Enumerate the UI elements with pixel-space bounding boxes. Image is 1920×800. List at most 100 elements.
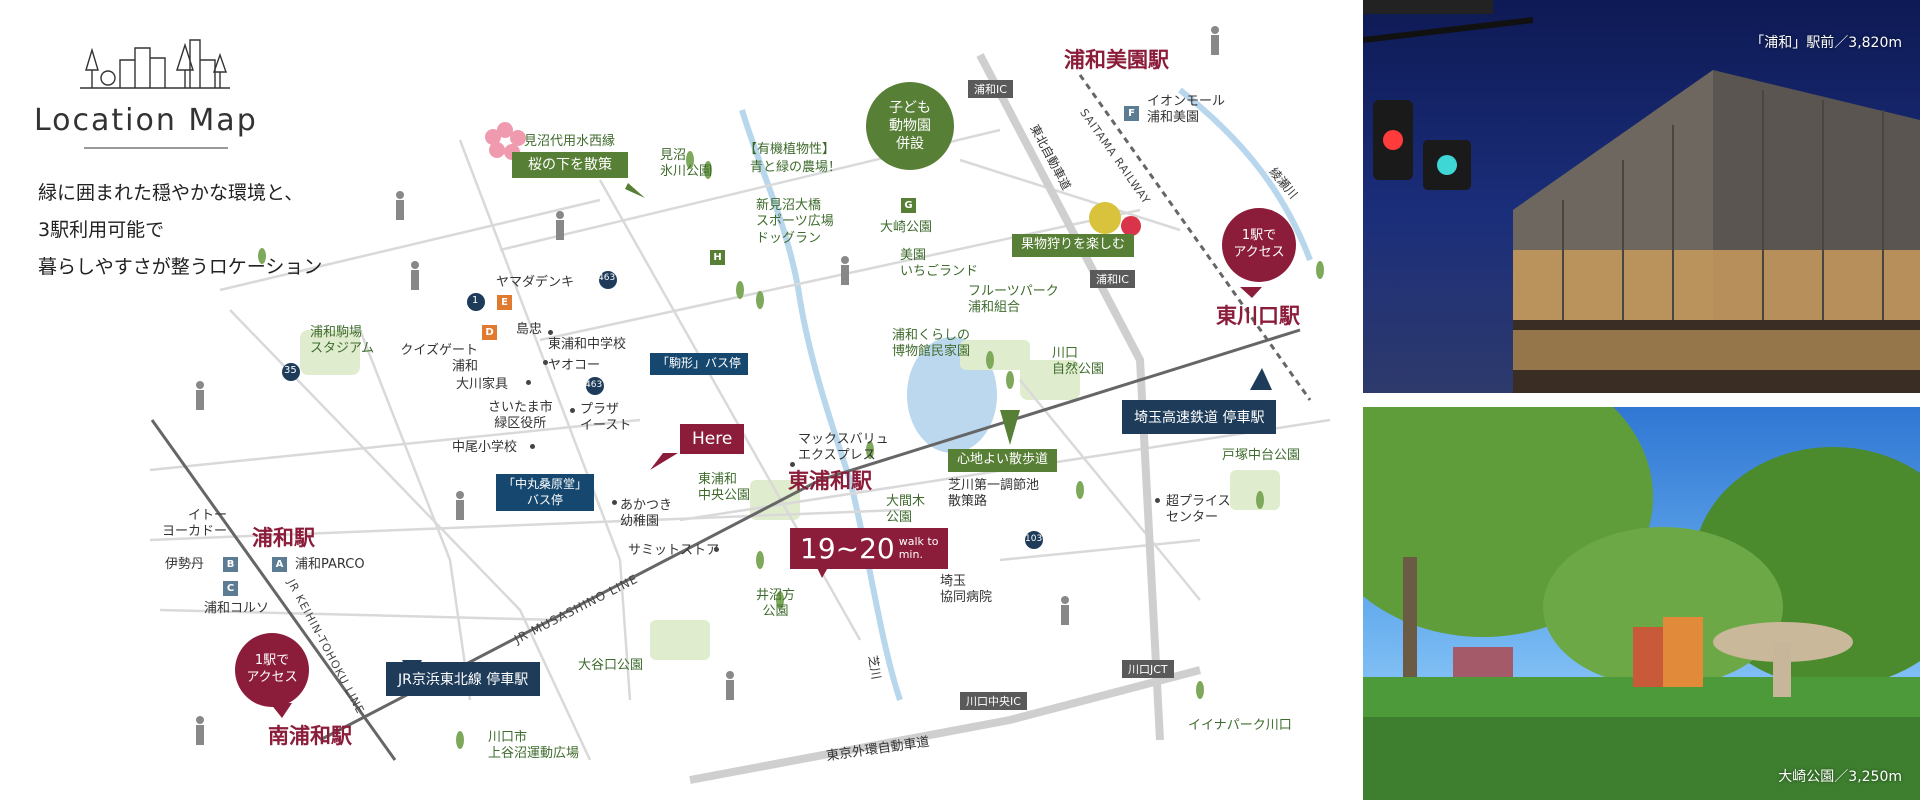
fruit-callout: 果物狩りを楽しむ [1012, 234, 1135, 257]
route-463b: 463 [585, 380, 603, 390]
place-yaoko: ヤオコー [548, 358, 601, 373]
dot-nakao [530, 444, 535, 449]
organic-line-2: 青と緑の農場！ [750, 160, 842, 175]
route-103: 103 [1025, 534, 1043, 544]
strawberry-illustration [1121, 216, 1141, 236]
tohoku-expressway [976, 53, 1164, 741]
marker-A: A [272, 557, 287, 572]
map-title: Location Map [34, 103, 258, 138]
ic-kawaguchi-chuo: 川口中央IC [960, 692, 1027, 710]
place-super: 超プライス センター [1166, 494, 1231, 526]
marker-D: D [482, 325, 497, 340]
walk-time-badge: 19~20 walk to min. [790, 528, 949, 569]
place-maxvalu: マックスバリュ エクスプレス [798, 432, 889, 464]
place-sanpo: 芝川第一調節池 散策路 [948, 478, 1040, 510]
marker-E: E [497, 295, 512, 310]
place-school: 東浦和中学校 [548, 337, 627, 352]
tagline-line-3: 暮らしやすさが整うロケーション [38, 256, 323, 278]
marker-C: C [223, 581, 238, 596]
marker-A-label: 浦和PARCO [295, 557, 365, 572]
access-badge-kawaguchi: 1駅で アクセス [1222, 208, 1296, 282]
zoo-line2: 動物園 [889, 117, 931, 134]
keihin-stop-label: JR京浜東北線 停車駅 [386, 662, 541, 696]
walk-unit-top: walk to [898, 535, 939, 549]
dot-okawa [526, 380, 531, 385]
bus-stop-komagata: 「駒形」バス停 [650, 353, 749, 375]
walk-unit-bottom: min. [898, 547, 923, 561]
dot-akatsuki [612, 500, 617, 505]
place-itoyokado: イトー ヨーカドー [162, 508, 228, 540]
musashino-line [319, 328, 1301, 742]
dot-yaoko [543, 360, 548, 365]
sakura-callout: 桜の下を散策 [512, 152, 628, 179]
place-tozuka: 戸塚中台公園 [1222, 448, 1301, 463]
dot-kucho [570, 408, 575, 413]
place-shimada: 島忠 [516, 322, 543, 337]
place-inumakata: 井沼方 公園 [756, 588, 796, 620]
place-kamiya: 川口市 上谷沼運動広場 [488, 730, 580, 762]
marker-G-label: 大崎公園 [880, 220, 933, 235]
route-463a: 463 [598, 273, 616, 283]
ic-kawaguchi-jct: 川口JCT [1122, 660, 1174, 678]
marker-B-label: 伊勢丹 [165, 557, 205, 572]
dot-shimada [548, 330, 553, 335]
dot-summit [714, 547, 719, 552]
ic-urawa-2: 浦和IC [1090, 270, 1135, 288]
access-badge-line1: 1駅で [1241, 228, 1277, 244]
dot-super [1155, 498, 1160, 503]
organic-line-1: 【有機植物性】 [744, 142, 836, 157]
photo-caption-osaki: 大崎公園／3,250m [1778, 769, 1902, 785]
photo-urawa-station: 「浦和」駅前／3,820m [1363, 0, 1920, 393]
access-badge-line1: 1駅で [254, 653, 290, 669]
marker-D-label: クイズゲート浦和 [400, 343, 478, 375]
keihin-line [150, 419, 397, 761]
map-base [80, 26, 1331, 784]
zoo-callout: 子ども 動物園 併設 [866, 82, 954, 170]
route-35: 35 [284, 365, 297, 376]
zoo-line3: 併設 [896, 136, 924, 153]
place-nakao: 中尾小学校 [452, 440, 518, 455]
place-minka: 浦和くらしの 博物館民家園 [892, 328, 971, 360]
dot-maxvalu [790, 462, 795, 467]
saitama-railway [1078, 74, 1312, 401]
walk-minutes: 19~20 [800, 532, 895, 565]
building-illustration [1363, 0, 1920, 393]
place-shinmi: 新見沼大橋 スポーツ広場 ドッグラン [756, 198, 834, 246]
place-iina: イイナパーク川口 [1188, 718, 1292, 733]
place-fruit-park: フルーツパーク 浦和組合 [968, 284, 1059, 316]
station-higashi-kawaguchi: 東川口駅 [1216, 304, 1300, 328]
tagline-line-2: 3駅利用可能で [38, 219, 165, 241]
ic-urawa-1: 浦和IC [968, 80, 1013, 98]
bus-stop-nakamaru-line1: 「中丸桑原堂」 [503, 477, 588, 491]
place-hospital: 埼玉 協同病院 [940, 574, 993, 606]
marker-C-label: 浦和コルソ [204, 601, 270, 616]
river-ayase [1178, 87, 1313, 262]
place-stadium: 浦和駒場 スタジアム [310, 325, 375, 357]
marker-H: H [710, 250, 725, 265]
town-illustration [80, 39, 230, 89]
park-illustration [1363, 407, 1920, 800]
place-ichigo: 美園 いちごランド [900, 248, 979, 280]
place-plaza: プラザ イースト [580, 402, 632, 434]
marker-G: G [901, 198, 916, 213]
apple-illustration [1089, 202, 1121, 234]
tagline-line-1: 緑に囲まれた穏やかな環境と、 [38, 182, 304, 204]
place-ohmagi: 大間木 公園 [886, 494, 926, 526]
station-higashi-urawa: 東浦和駅 [788, 469, 872, 493]
photo-caption-urawa: 「浦和」駅前／3,820m [1750, 35, 1902, 51]
place-akatsuki: あかつき 幼稚園 [620, 498, 673, 530]
station-urawa-misono: 浦和美園駅 [1064, 48, 1169, 72]
access-badge-minami: 1駅で アクセス [235, 633, 309, 707]
river-shiba [739, 109, 903, 701]
place-mishima-park: 見沼 氷川公園 [660, 148, 713, 180]
route-1: 1 [472, 295, 479, 306]
place-summit: サミットストア [628, 543, 720, 558]
marker-F-label: イオンモール浦和美園 [1147, 94, 1226, 126]
bus-stop-nakamaru-line2: バス停 [527, 492, 564, 507]
sakura-callout-title: 見沼代用水西縁 [524, 134, 616, 149]
place-kucho: さいたま市 緑区役所 [488, 400, 553, 432]
bus-stop-nakamaru: 「中丸桑原堂」 バス停 [496, 474, 595, 512]
marker-E-label: ヤマダデンキ [496, 275, 575, 290]
access-badge-line2: アクセス [246, 670, 298, 685]
station-urawa: 浦和駅 [252, 526, 315, 550]
